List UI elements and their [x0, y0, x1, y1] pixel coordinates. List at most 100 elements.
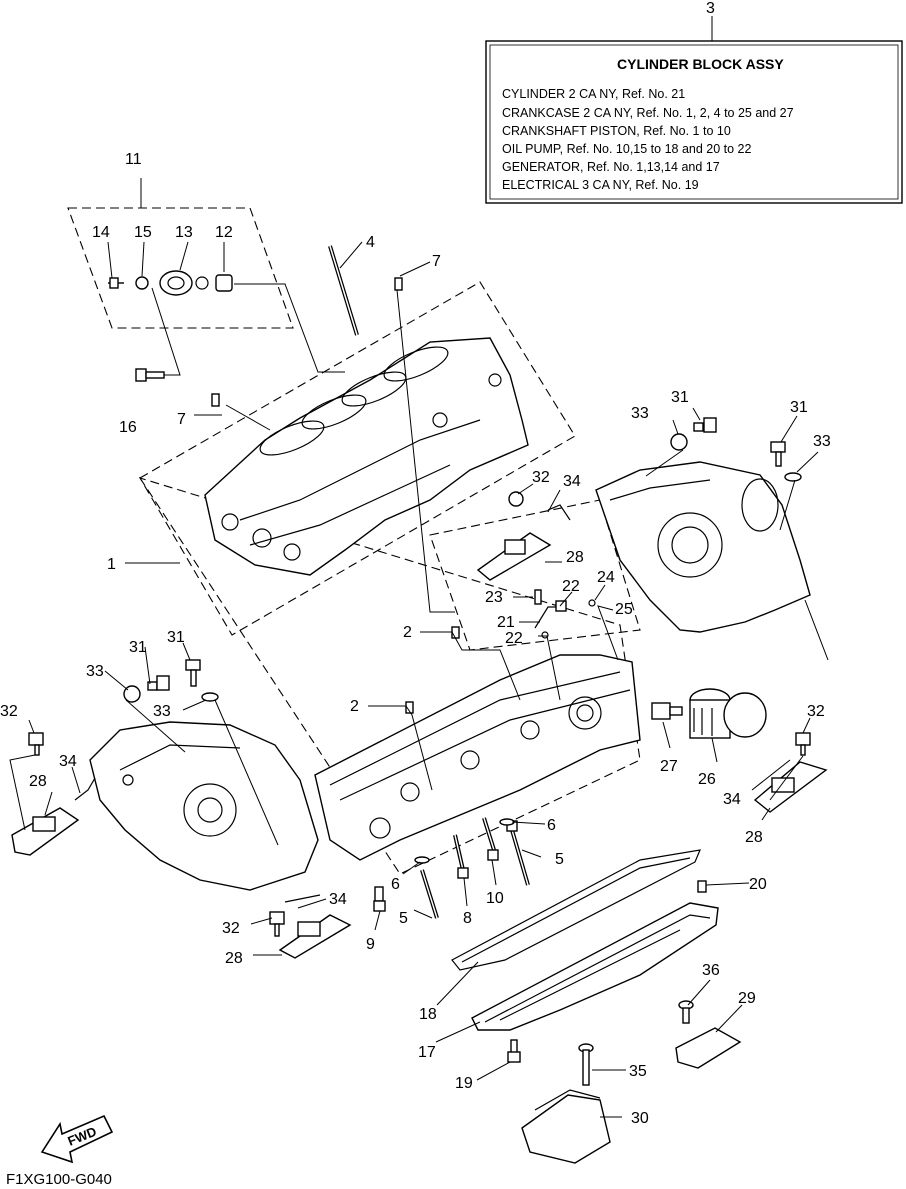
- bolt-32-right: [795, 732, 811, 756]
- callout-25: 25: [615, 601, 633, 618]
- callout-2-upper: 2: [403, 624, 412, 641]
- assembly-line-6: ELECTRICAL 3 CA NY, Ref. No. 19: [502, 178, 699, 192]
- pin-24: [588, 599, 596, 607]
- dowel-2-lower: [405, 701, 414, 714]
- dowel-20: [697, 880, 707, 893]
- bolt-32-left: [28, 732, 44, 756]
- bolt-23: [534, 589, 542, 605]
- fwd-arrow: FWD: [40, 1114, 114, 1164]
- crankcase: [314, 654, 641, 861]
- callout-32-right: 32: [807, 703, 825, 720]
- callout-22-upper: 22: [562, 578, 580, 595]
- callout-23: 23: [485, 589, 503, 606]
- bolt-31-right-a: [693, 417, 717, 433]
- washer-6-right: [499, 818, 515, 826]
- oil-pan-17: [471, 902, 719, 1031]
- callout-labels: 11 14 15 13 12 4 7 7 16 1 33 31 31 33 32…: [0, 151, 831, 1127]
- callout-28-mid: 28: [566, 549, 584, 566]
- callout-34-lower: 34: [329, 891, 347, 908]
- washer-33-left-b: [201, 692, 219, 702]
- callout-28-left: 28: [29, 773, 47, 790]
- callout-31-right: 31: [671, 389, 689, 406]
- bolt-32-lower: [269, 911, 285, 937]
- callout-32-left: 32: [0, 703, 18, 720]
- callout-33-left: 33: [86, 663, 104, 680]
- callout-3: 3: [706, 0, 715, 17]
- bolt-19: [507, 1039, 521, 1063]
- box-30: [521, 1089, 611, 1164]
- callout-12: 12: [215, 224, 233, 241]
- assembly-title: CYLINDER BLOCK ASSY: [617, 56, 784, 72]
- o-ring-22: [541, 631, 549, 639]
- dowel-2-upper: [451, 626, 460, 639]
- bolt-31-left-b: [185, 659, 201, 687]
- callout-15: 15: [134, 224, 152, 241]
- callout-7-lower: 7: [177, 411, 186, 428]
- callout-7-upper: 7: [432, 253, 441, 270]
- callout-18: 18: [419, 1006, 437, 1023]
- bolt-10: [482, 817, 499, 861]
- callout-31-left: 31: [129, 639, 147, 656]
- bolt-36: [678, 1000, 694, 1024]
- generator-cover-right: [595, 461, 811, 633]
- assembly-line-4: OIL PUMP, Ref. No. 10,15 to 18 and 20 to…: [502, 142, 752, 156]
- union-27: [651, 702, 683, 720]
- bolt-5-right: [506, 820, 530, 886]
- callout-34-right: 34: [723, 791, 741, 808]
- washer-33-right: [670, 433, 688, 451]
- callout-33-right: 33: [631, 405, 649, 422]
- assembly-line-3: CRANKSHAFT PISTON, Ref. No. 1 to 10: [502, 124, 731, 138]
- callout-1: 1: [107, 556, 116, 573]
- callout-35: 35: [629, 1063, 647, 1080]
- callout-31-left-b: 31: [167, 629, 185, 646]
- callout-29: 29: [738, 990, 756, 1007]
- dowel-7-upper: [394, 277, 403, 291]
- bracket-28-lower: [278, 894, 352, 959]
- callout-33-right-b: 33: [813, 433, 831, 450]
- leader-lines: [9, 178, 829, 1118]
- oil-filter-26: [689, 688, 767, 739]
- callout-20: 20: [749, 876, 767, 893]
- callout-30: 30: [631, 1110, 649, 1127]
- callout-14: 14: [92, 224, 110, 241]
- bolt-35: [578, 1043, 594, 1086]
- callout-9: 9: [366, 936, 375, 953]
- bolt-16: [135, 368, 165, 382]
- bolt-5-left: [420, 869, 439, 919]
- assembly-line-2: CRANKCASE 2 CA NY, Ref. No. 1, 2, 4 to 2…: [502, 106, 794, 120]
- callout-31-right-b: 31: [790, 399, 808, 416]
- bolt-31-left-a: [147, 675, 170, 691]
- callout-8: 8: [463, 910, 472, 927]
- callout-32-lower: 32: [222, 920, 240, 937]
- callout-32-mid: 32: [532, 469, 550, 486]
- assembly-info-box: 3 CYLINDER BLOCK ASSY CYLINDER 2 CA NY, …: [485, 0, 903, 204]
- bolt-9: [373, 886, 386, 912]
- bracket-28-right: [753, 761, 828, 813]
- assembly-line-1: CYLINDER 2 CA NY, Ref. No. 21: [502, 87, 685, 101]
- callout-24: 24: [597, 569, 615, 586]
- washer-6-left: [414, 856, 430, 864]
- figure-code: F1XG100-G040: [6, 1171, 112, 1188]
- callout-5-right: 5: [555, 851, 564, 868]
- bracket-28-mid: [476, 504, 571, 581]
- callout-34-left: 34: [59, 753, 77, 770]
- callout-4: 4: [366, 234, 375, 251]
- callout-22-lower: 22: [505, 630, 523, 647]
- assembly-line-5: GENERATOR, Ref. No. 1,13,14 and 17: [502, 160, 720, 174]
- cylinder-block: [204, 337, 529, 576]
- bracket-29: [675, 1027, 742, 1069]
- callout-11: 11: [125, 151, 142, 168]
- gasket-18: [451, 849, 701, 971]
- callout-16: 16: [119, 419, 137, 436]
- bracket-28-left: [11, 777, 96, 856]
- callout-36: 36: [702, 962, 720, 979]
- dowel-7-lower: [211, 393, 220, 407]
- oil-pipe-21: [534, 600, 567, 629]
- callout-13: 13: [175, 224, 193, 241]
- callout-28-right: 28: [745, 829, 763, 846]
- callout-28-lower: 28: [225, 950, 243, 967]
- callout-27: 27: [660, 758, 678, 775]
- callout-6-left: 6: [391, 876, 400, 893]
- callout-34-mid: 34: [563, 473, 581, 490]
